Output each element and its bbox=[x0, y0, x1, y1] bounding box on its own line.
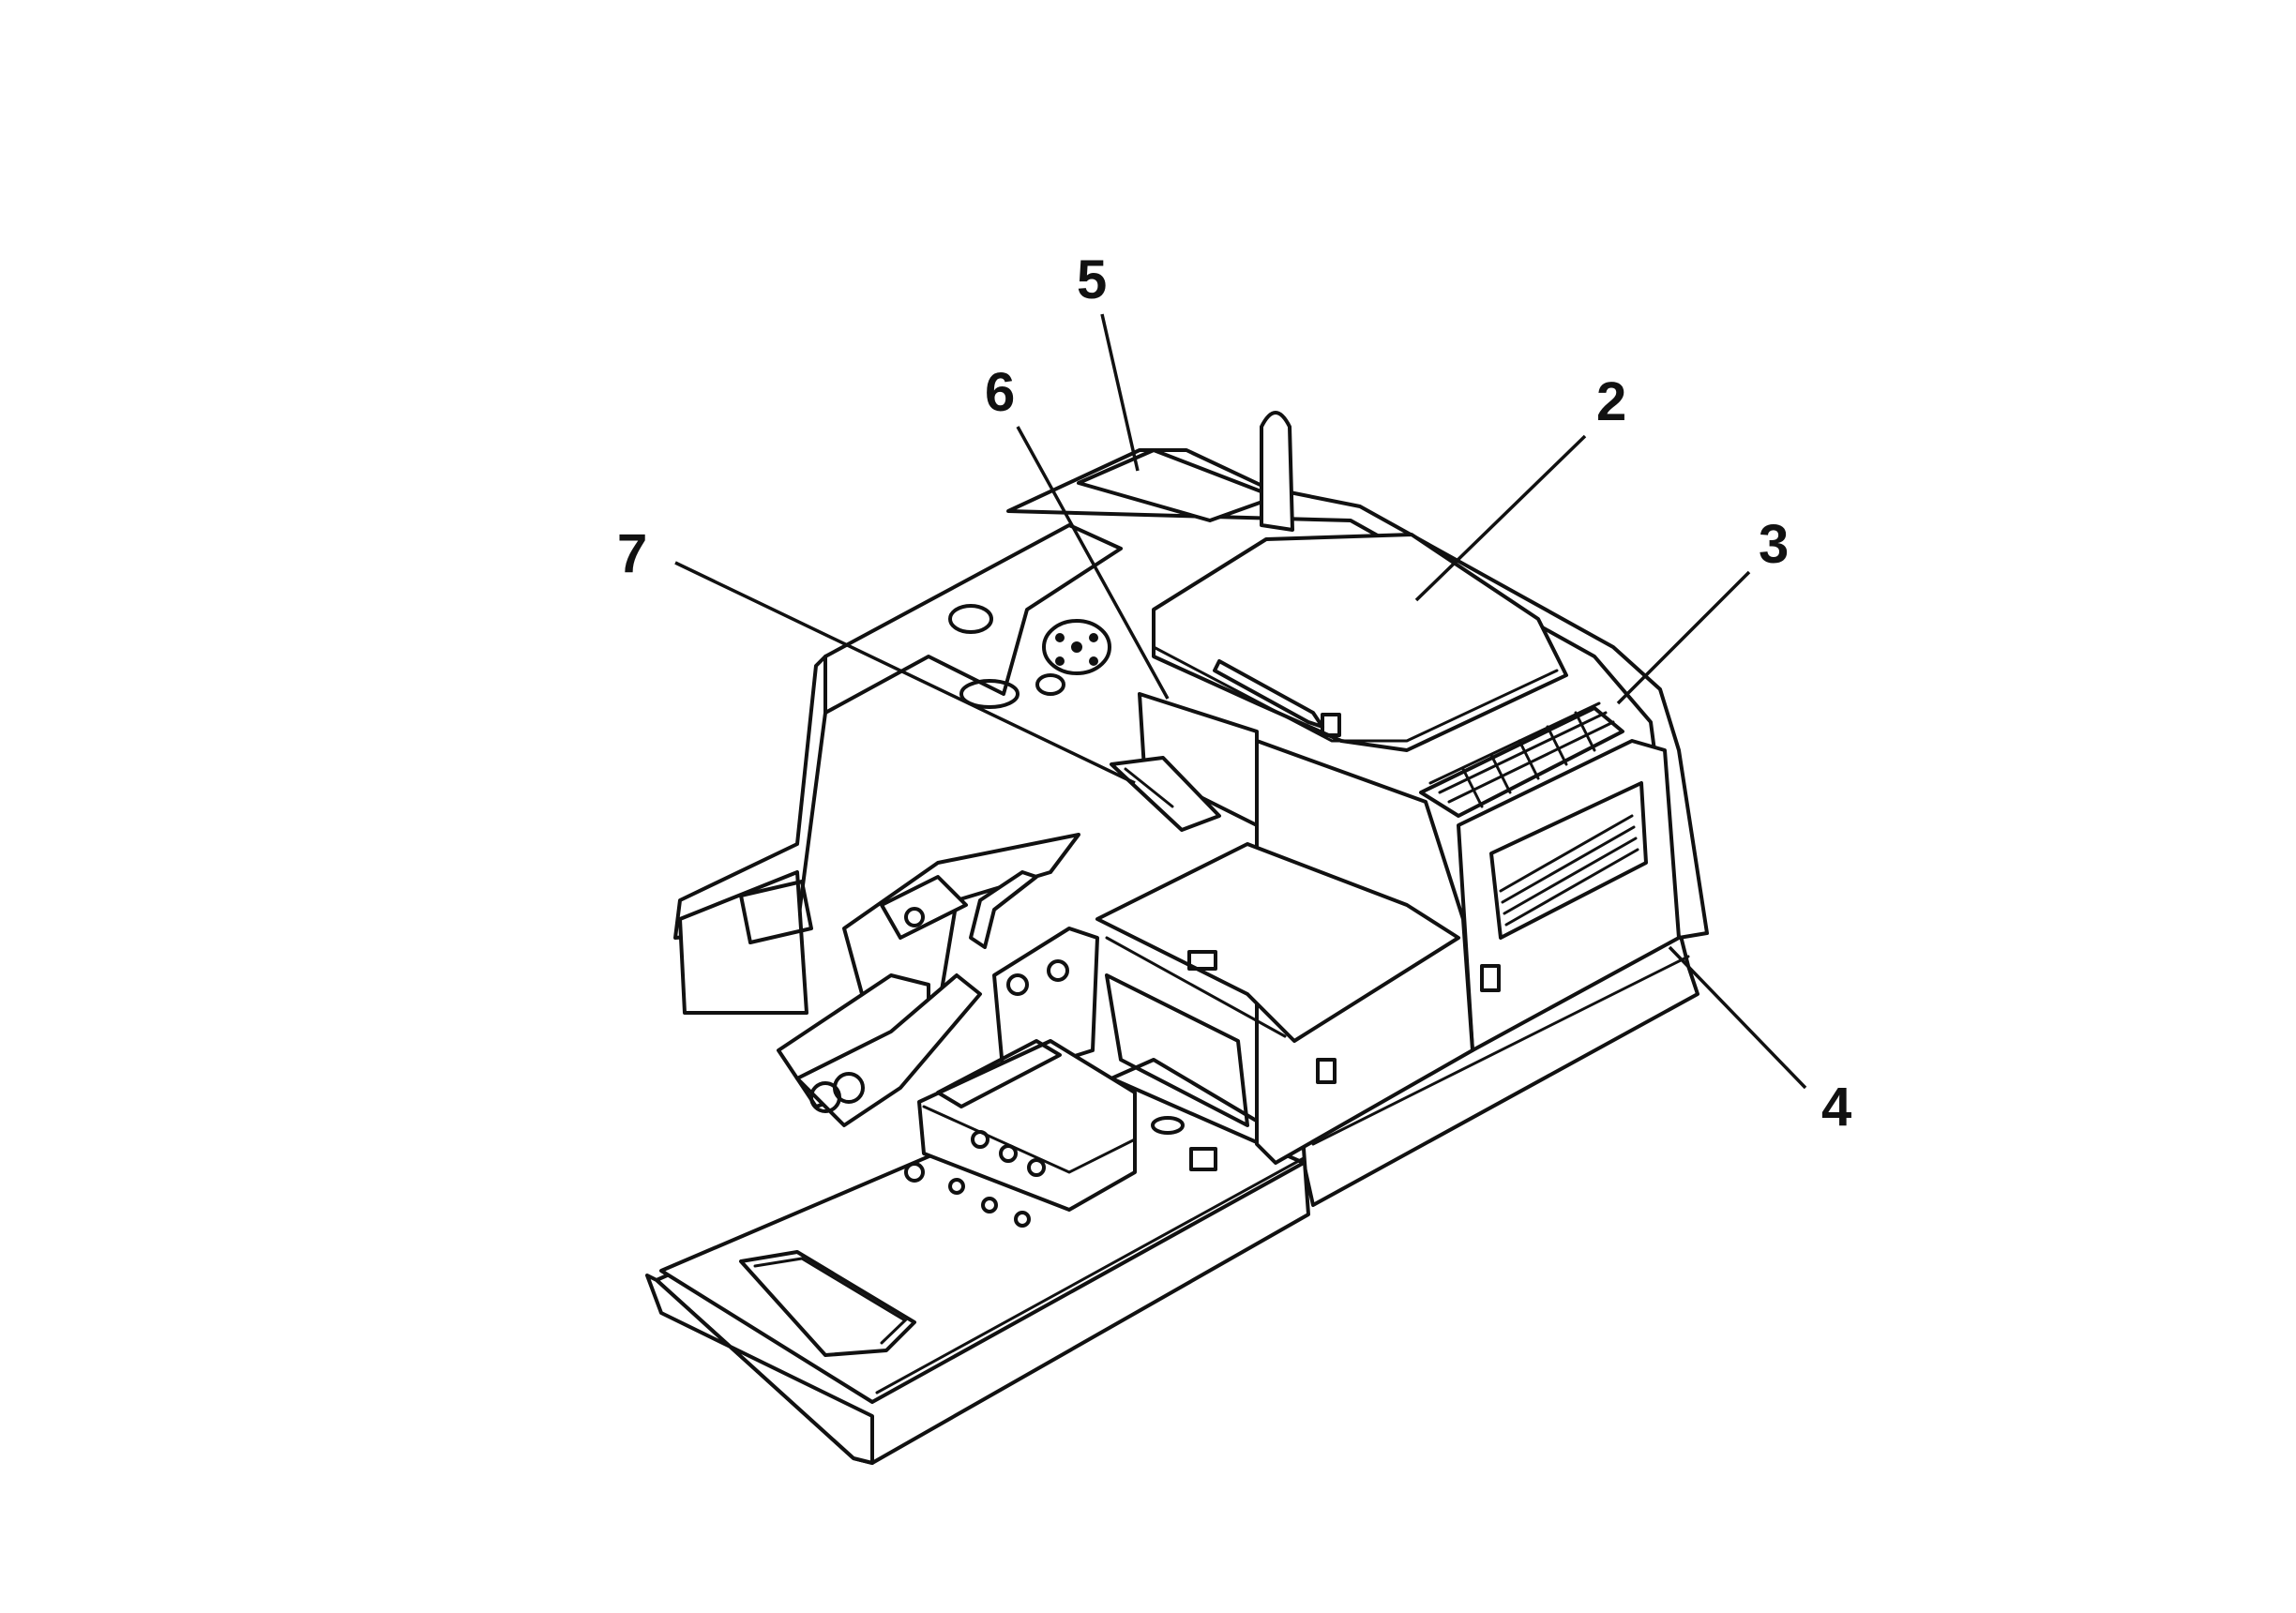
machine-base bbox=[645, 927, 1699, 1465]
tray-block bbox=[904, 1039, 1217, 1228]
callout-3: 3 bbox=[1759, 514, 1789, 575]
callout-2: 2 bbox=[1596, 371, 1626, 432]
middle-housing bbox=[1095, 692, 1474, 1165]
leader-2 bbox=[1414, 434, 1587, 602]
vent-grille bbox=[1419, 701, 1624, 818]
callout-6: 6 bbox=[985, 362, 1015, 423]
callout-labels: 5 6 2 7 3 4 bbox=[617, 249, 1851, 1138]
leader-6 bbox=[1016, 426, 1170, 700]
callout-5: 5 bbox=[1077, 249, 1107, 310]
leader-5 bbox=[1100, 313, 1140, 472]
top-cover bbox=[1152, 533, 1568, 752]
rear-housing bbox=[673, 411, 1709, 1015]
linkage-arm bbox=[777, 833, 1099, 1127]
leader-3 bbox=[1616, 570, 1751, 705]
leader-7 bbox=[674, 561, 1136, 785]
leader-lines bbox=[674, 313, 1807, 1090]
callout-7: 7 bbox=[617, 523, 647, 584]
callout-4: 4 bbox=[1821, 1077, 1851, 1138]
leader-4 bbox=[1668, 945, 1807, 1090]
